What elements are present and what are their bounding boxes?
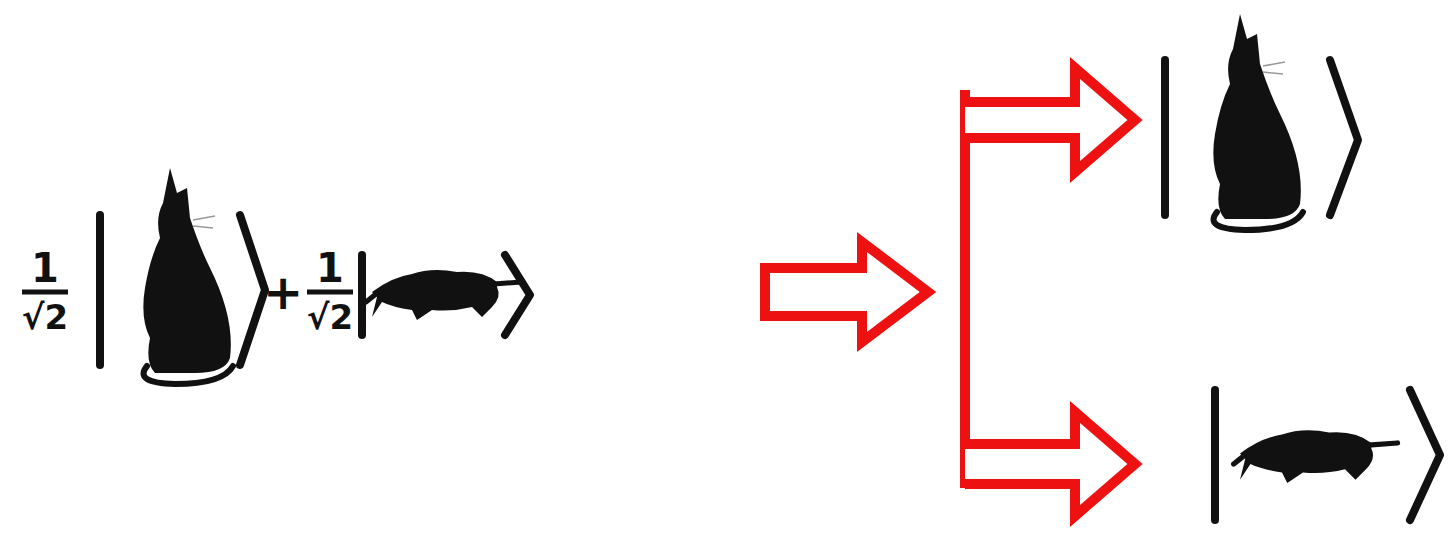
ket-bar (358, 255, 366, 335)
outcome-arrow (965, 412, 1135, 516)
ket-bar (1211, 390, 1219, 520)
dead-cat (1234, 430, 1398, 483)
fraction-bar (307, 290, 353, 295)
ket-bar (96, 215, 104, 365)
ket-angle (1330, 60, 1358, 215)
ket-bar (1161, 60, 1169, 215)
fraction-numerator: 1 (31, 248, 59, 288)
fraction-bar (22, 290, 68, 295)
dead-cat (366, 270, 522, 320)
measurement-arrow (765, 242, 928, 342)
fraction-denominator: √2 (22, 300, 68, 334)
branch-bracket (960, 90, 970, 488)
plus-sign: + (263, 268, 303, 316)
outcome-arrow (965, 68, 1135, 172)
alive-cat (1213, 14, 1303, 230)
ket-angle (1410, 390, 1440, 520)
ket-angle (505, 255, 530, 335)
fraction-numerator: 1 (316, 248, 344, 288)
fraction-denominator: √2 (307, 300, 353, 334)
alive-cat (143, 168, 233, 384)
ket-angle (240, 215, 265, 365)
